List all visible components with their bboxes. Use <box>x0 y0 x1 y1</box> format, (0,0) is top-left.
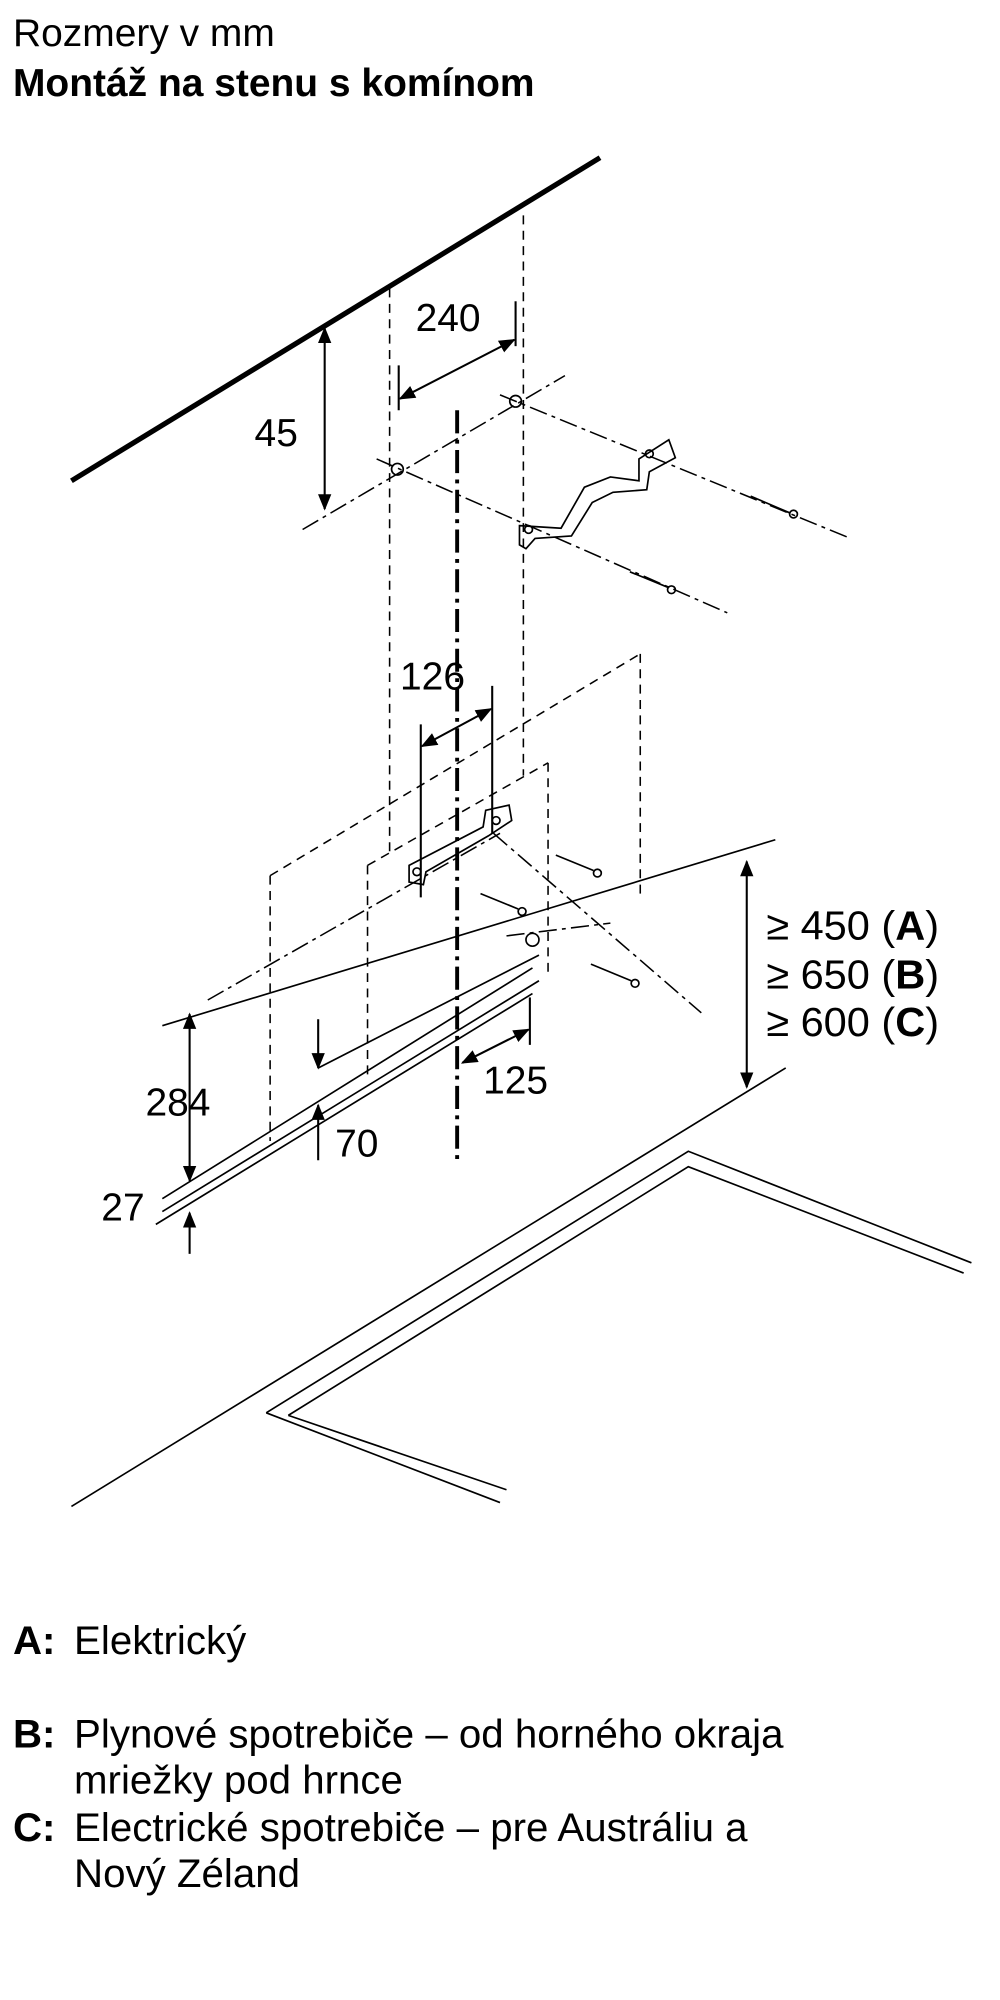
dim-126-label: 126 <box>400 656 465 699</box>
legend-key-c: C: <box>13 1806 55 1850</box>
lower-bracket-icon <box>408 804 513 886</box>
screw-icon <box>750 495 799 519</box>
screw-icon <box>480 892 527 917</box>
screws <box>480 495 799 989</box>
legend-text-a: Elektrický <box>74 1619 246 1663</box>
dimension-min-height: ≥ 450 (A) ≥ 650 (B) ≥ 600 (C) <box>740 859 939 1089</box>
legend-text-c2: Nový Zéland <box>74 1852 300 1896</box>
subtitle: Rozmery v mm <box>13 12 275 55</box>
dimension-70: 70 <box>311 1019 378 1166</box>
legend-text-b2: mriežky pod hrnce <box>74 1759 403 1803</box>
upper-bracket-icon <box>518 438 677 550</box>
page-title: Montáž na stenu s komínom <box>13 62 535 105</box>
legend-key-a: A: <box>13 1619 55 1663</box>
screw-icon <box>629 571 677 595</box>
legend-text-b: Plynové spotrebiče – od horného okraja <box>74 1713 784 1757</box>
legend: A: Elektrický B: Plynové spotrebiče – od… <box>13 1619 784 1896</box>
min-height-c: ≥ 600 (C) <box>766 999 939 1045</box>
screw-icon <box>555 854 603 878</box>
hood-lines <box>161 838 776 1213</box>
dimension-126: 126 <box>400 656 494 898</box>
legend-key-b: B: <box>13 1713 55 1757</box>
screw-icon <box>590 963 640 989</box>
holes <box>390 394 540 947</box>
dim-27-label: 27 <box>101 1187 144 1230</box>
dim-284-label: 284 <box>145 1082 210 1125</box>
legend-text-c: Electrické spotrebiče – pre Austráliu a <box>74 1806 748 1850</box>
hole-icon <box>525 932 540 947</box>
dim-70-label: 70 <box>335 1123 378 1166</box>
wall <box>70 155 602 483</box>
dim-45-label: 45 <box>255 412 298 455</box>
dimension-240: 240 <box>397 297 517 411</box>
dimension-125: 125 <box>460 997 548 1103</box>
min-height-b: ≥ 650 (B) <box>766 952 939 998</box>
dim-240-label: 240 <box>416 297 481 340</box>
hole-icon <box>390 462 405 476</box>
min-height-a: ≥ 450 (A) <box>766 903 939 949</box>
dimension-45: 45 <box>255 326 332 511</box>
dim-125-label: 125 <box>483 1060 548 1103</box>
dimension-27: 27 <box>101 1187 197 1254</box>
dimension-284: 284 <box>145 1012 210 1183</box>
